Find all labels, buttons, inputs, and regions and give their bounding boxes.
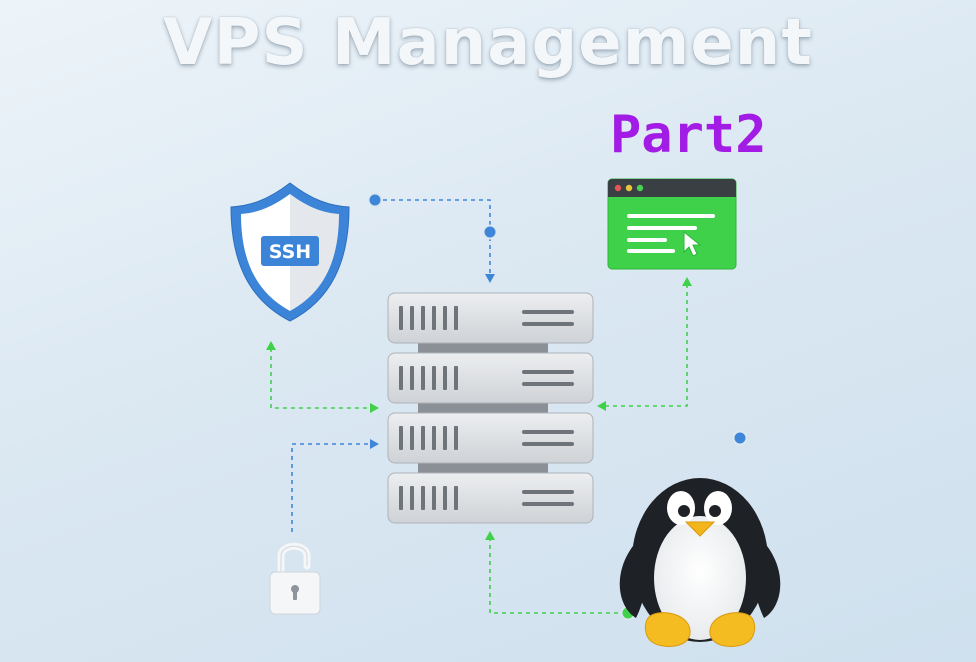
unlocked-padlock-icon bbox=[269, 542, 321, 615]
connector-arrowhead bbox=[266, 341, 276, 350]
connector-arrowhead bbox=[597, 401, 606, 411]
server-unit bbox=[387, 412, 594, 464]
window-close-dot bbox=[614, 184, 622, 192]
server-unit bbox=[387, 472, 594, 524]
connector-node bbox=[367, 192, 383, 208]
connector-penguin-to-server bbox=[489, 538, 626, 614]
connector-shield-to-server bbox=[270, 348, 372, 409]
connector-node bbox=[482, 224, 498, 240]
connector-arrowhead bbox=[370, 403, 379, 413]
browser-window-icon bbox=[607, 178, 737, 270]
page-title: VPS Management bbox=[163, 6, 813, 80]
penguin-icon bbox=[619, 478, 781, 647]
connector-arrowhead bbox=[370, 439, 379, 449]
cursor-icon bbox=[683, 230, 702, 257]
window-maximize-dot bbox=[636, 184, 644, 192]
ssh-label: SSH bbox=[269, 241, 311, 263]
server-unit bbox=[387, 292, 594, 344]
connector-browser-to-server bbox=[604, 284, 688, 407]
page-subtitle: Part2 bbox=[610, 105, 767, 165]
connector-arrowhead bbox=[682, 277, 692, 286]
connector-node bbox=[732, 430, 748, 446]
window-minimize-dot bbox=[625, 184, 633, 192]
connector-lock-to-server bbox=[291, 443, 372, 532]
ssh-badge bbox=[261, 236, 319, 266]
connector-arrowhead bbox=[485, 274, 495, 283]
shield-icon: SSH bbox=[230, 182, 350, 322]
server-rack-icon bbox=[387, 292, 594, 524]
server-unit bbox=[387, 352, 594, 404]
connector-top-to-server bbox=[375, 199, 491, 276]
connector-arrowhead bbox=[485, 531, 495, 540]
